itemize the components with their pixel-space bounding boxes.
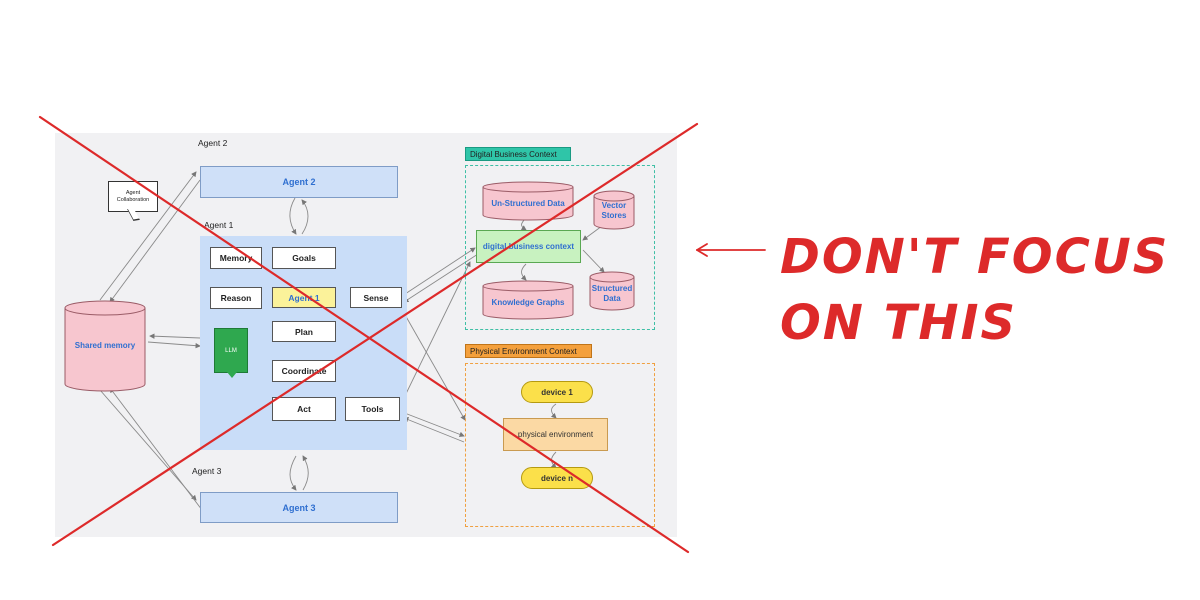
arrow-tools-physical bbox=[401, 411, 465, 437]
arrow-agent3-to-memory bbox=[109, 387, 203, 511]
arrow-tools-digital bbox=[401, 261, 471, 403]
left-arrow-icon bbox=[696, 243, 766, 257]
dont-focus-note: DON'T FOCUS ON THIS bbox=[780, 224, 1190, 356]
arrow-agent1-agent2 bbox=[301, 199, 309, 235]
agent2-bar: Agent 2 bbox=[200, 166, 398, 198]
physical-context-frame bbox=[465, 363, 655, 527]
digital-business-hub: digital business context bbox=[476, 230, 581, 263]
arrow-agent2-agent1 bbox=[289, 197, 297, 235]
arrow-hub-graphs bbox=[520, 263, 527, 281]
vector-stores-label: Vector Stores bbox=[601, 201, 627, 220]
arrow-sense-digital bbox=[401, 247, 476, 297]
agent1-core-box: Agent 1 bbox=[272, 287, 336, 308]
arrow-vector-hub bbox=[582, 225, 603, 241]
act-box: Act bbox=[272, 397, 336, 421]
agent3-caption: Agent 3 bbox=[192, 466, 222, 476]
shared-memory-cylinder bbox=[64, 300, 146, 392]
digital-context-frame bbox=[465, 165, 655, 330]
agent2-caption: Agent 2 bbox=[198, 138, 228, 148]
arrow-agent2-to-memory bbox=[109, 179, 201, 303]
plan-box: Plan bbox=[272, 321, 336, 342]
sense-box: Sense bbox=[350, 287, 402, 308]
cross-line-up bbox=[51, 122, 699, 547]
agent3-bar: Agent 3 bbox=[200, 492, 398, 523]
arrow-memory-to-agent2 bbox=[99, 171, 197, 301]
goals-box: Goals bbox=[272, 247, 336, 269]
arrow-memory-to-agent3 bbox=[99, 389, 197, 501]
arrow-device1-physical bbox=[550, 403, 557, 419]
knowledge-graphs-label: Knowledge Graphs bbox=[491, 298, 565, 307]
arrow-hub-structured bbox=[582, 249, 605, 273]
arrow-memory-to-agent1 bbox=[147, 341, 201, 349]
note-line-1: DON'T FOCUS bbox=[780, 229, 1170, 285]
cross-line-down bbox=[38, 115, 690, 554]
vector-stores-cylinder bbox=[593, 190, 635, 230]
unstructured-data-label: Un-Structured Data bbox=[491, 199, 565, 208]
agent-collaboration-bubble: Agent Collaboration bbox=[108, 181, 158, 212]
knowledge-graphs-cylinder bbox=[482, 280, 574, 320]
tools-box: Tools bbox=[345, 397, 400, 421]
digital-context-title: Digital Business Context bbox=[465, 147, 571, 161]
device-n-pill: device n bbox=[521, 467, 593, 489]
arrow-sense-physical bbox=[399, 305, 466, 421]
arrow-agent3-agent1 bbox=[302, 455, 309, 491]
llm-box: LLM bbox=[214, 328, 248, 378]
arrow-agent1-to-memory bbox=[149, 333, 201, 339]
arrow-physical-tools bbox=[403, 417, 465, 443]
physical-context-title: Physical Environment Context bbox=[465, 344, 592, 358]
agent1-caption: Agent 1 bbox=[204, 220, 234, 230]
structured-data-cylinder bbox=[589, 271, 635, 311]
note-line-2: ON THIS bbox=[780, 295, 1018, 351]
device-1-pill: device 1 bbox=[521, 381, 593, 403]
physical-environment-hub: physical environment bbox=[503, 418, 608, 451]
arrow-agent1-agent3 bbox=[289, 455, 297, 491]
shared-memory-label: Shared memory bbox=[74, 341, 136, 350]
structured-data-label: Structured Data bbox=[591, 284, 633, 303]
unstructured-data-cylinder bbox=[482, 181, 574, 221]
reason-box: Reason bbox=[210, 287, 262, 309]
